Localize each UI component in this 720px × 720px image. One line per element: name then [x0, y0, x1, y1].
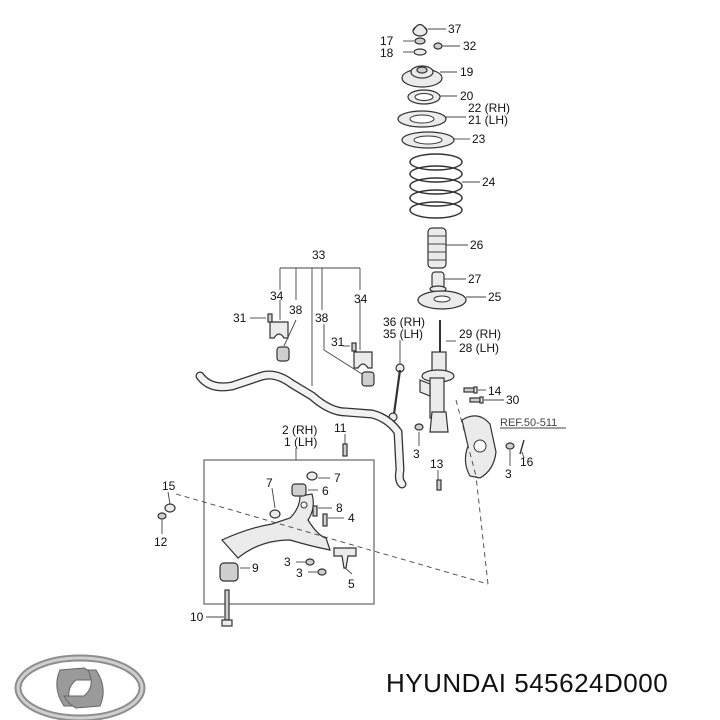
part-bolt-30 [469, 396, 484, 404]
dashed-lines [175, 399, 489, 585]
label-37: 37 [448, 22, 462, 36]
part-bearing-20 [407, 89, 441, 105]
part-bump-stopper-27 [429, 271, 447, 293]
label-38-left: 38 [289, 303, 303, 317]
part-coil-spring-24 [409, 153, 463, 219]
part-lower-arm-1-2 [221, 493, 331, 559]
part-washer-7b [306, 471, 318, 481]
label-3-b: 3 [296, 566, 303, 580]
label-26: 26 [470, 238, 484, 252]
label-2: 2 (RH) [282, 423, 317, 437]
label-10: 10 [190, 610, 204, 624]
label-18: 18 [380, 46, 394, 60]
part-washer-15 [164, 503, 176, 513]
part-bolt-11 [342, 443, 348, 457]
lower-arm-box [203, 459, 375, 605]
label-31-left: 31 [233, 311, 247, 325]
label-7-left: 7 [266, 476, 273, 490]
label-15: 15 [162, 479, 176, 493]
part-nut-3-b [317, 568, 327, 576]
label-33: 33 [312, 248, 326, 262]
label-7-right: 7 [334, 471, 341, 485]
part-spring-pad-23 [401, 131, 455, 149]
label-11: 11 [334, 421, 347, 435]
label-9: 9 [252, 561, 259, 575]
part-bolt-4 [322, 513, 328, 527]
label-13: 13 [430, 457, 444, 471]
label-6: 6 [322, 484, 329, 498]
leader-lines [161, 28, 566, 618]
part-bolt-10 [221, 589, 233, 627]
label-28: 28 (LH) [459, 341, 499, 355]
part-stabilizer-bar-33 [195, 370, 407, 489]
label-3-strut: 3 [413, 447, 420, 461]
part-number-caption: HYUNDAI 545624D000 [386, 668, 669, 698]
label-34-right: 34 [354, 292, 368, 306]
part-nut-17 [414, 37, 426, 45]
part-bolt-8 [312, 505, 318, 517]
label-1: 1 (LH) [284, 435, 317, 449]
label-16: 16 [520, 455, 534, 469]
part-dust-boot-26 [427, 227, 447, 269]
part-ball-joint-5 [333, 547, 357, 569]
label-8: 8 [336, 501, 343, 515]
part-insulator-19 [401, 65, 443, 88]
part-nut-3-strut [414, 423, 424, 431]
label-35: 35 (LH) [383, 327, 423, 341]
label-ref: REF.50-511 [500, 417, 557, 429]
part-bolt-31-right [351, 342, 357, 352]
label-4: 4 [348, 511, 355, 525]
label-21: 21 (LH) [468, 113, 508, 127]
label-5: 5 [348, 577, 355, 591]
label-29: 29 (RH) [459, 327, 501, 341]
label-22: 22 (RH) [468, 101, 510, 115]
part-nut-3-knuckle [505, 442, 515, 450]
part-steering-knuckle [461, 415, 497, 479]
part-bushing-38-right [361, 371, 375, 387]
part-lower-seat-25 [417, 290, 467, 310]
label-20: 20 [460, 89, 474, 103]
label-27: 27 [468, 272, 482, 286]
part-cap-37 [412, 23, 428, 37]
part-nut-32 [433, 42, 443, 50]
label-12: 12 [154, 535, 168, 549]
part-strut-28-29 [419, 320, 455, 433]
part-bolt-13 [436, 479, 442, 491]
label-14: 14 [488, 384, 502, 398]
label-17: 17 [380, 34, 394, 48]
label-31-right: 31 [331, 335, 345, 349]
label-19: 19 [460, 65, 474, 79]
part-nut-12 [157, 512, 167, 520]
part-bolt-14 [463, 386, 478, 394]
hyundai-logo-icon [14, 654, 146, 720]
part-stabilizer-link-35-36 [388, 363, 405, 422]
part-bracket-34-left [269, 321, 289, 339]
label-24: 24 [482, 175, 496, 189]
part-spring-seat-21-22 [397, 110, 447, 128]
part-washer-7 [269, 509, 281, 519]
part-bushing-9 [219, 562, 239, 582]
part-washer-18 [413, 48, 427, 56]
label-3-a: 3 [284, 555, 291, 569]
label-23: 23 [472, 132, 486, 146]
part-bracket-34-right [353, 351, 373, 369]
label-25: 25 [488, 290, 502, 304]
label-36: 36 (RH) [383, 315, 425, 329]
part-bushing-38-left [276, 346, 290, 362]
part-pin-16 [519, 439, 525, 455]
label-3-knuckle: 3 [505, 467, 512, 481]
part-bolt-31-left [267, 313, 273, 323]
label-32: 32 [463, 39, 477, 53]
part-bushing-6 [291, 483, 307, 497]
part-labels: 37 17 18 32 19 20 22 (RH) 21 (LH) 23 24 … [154, 22, 557, 624]
label-38-right: 38 [315, 311, 329, 325]
label-30: 30 [506, 393, 520, 407]
label-34-left: 34 [270, 289, 284, 303]
part-nut-3-a [305, 558, 315, 566]
